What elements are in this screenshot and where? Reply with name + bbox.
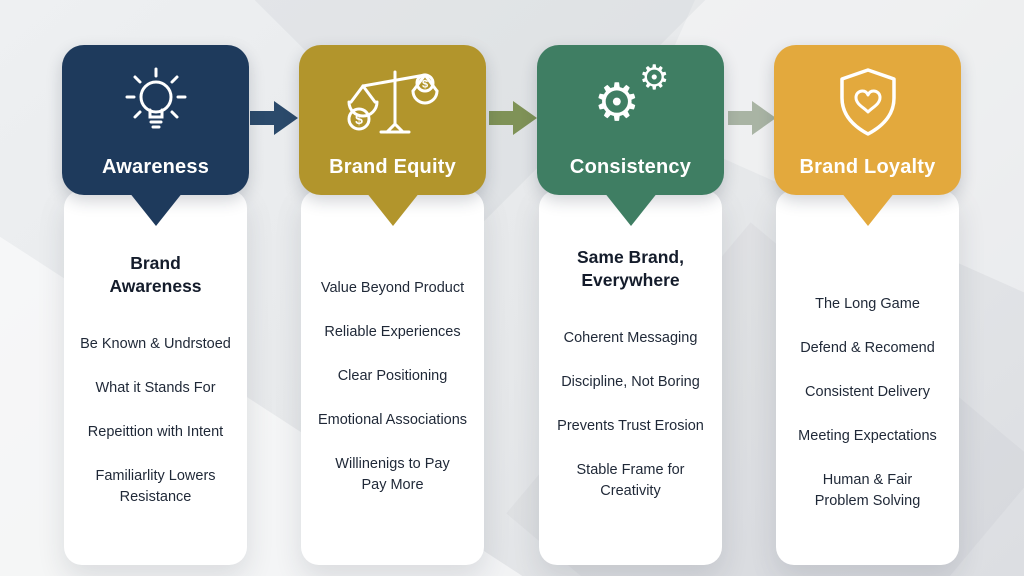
brand-loyalty-card: The Long Game Defend & Recomend Consiste… [776,190,959,565]
list-item: Value Beyond Product [320,280,465,296]
brand-equity-header: $ $ Brand Equity [299,45,486,195]
list-item: Consistent Delivery [805,384,930,401]
list-item: Willinenigs to Pay Pay More [335,456,450,494]
shield-heart-icon [820,57,916,147]
card-heading: Brand Awareness [109,253,202,296]
card-heading: Same Brand, Everywhere [577,247,684,290]
brand-loyalty-header: Brand Loyalty [774,45,961,195]
awareness-header: Awareness [62,45,249,195]
gears-icon: ⚙ ⚙ [583,57,679,147]
list-item: Reliable Experiences [324,324,461,341]
arrow-icon [728,98,776,138]
list-item: Coherent Messaging [563,329,698,346]
list-item: What it Stands For [95,379,216,396]
header-title: Awareness [101,156,210,178]
gear-icon: ⚙ [639,59,670,97]
list-item: Meeting Expectations [798,428,937,445]
column-awareness: Brand Awareness Be Known & Undrstoed Wha… [62,45,249,565]
list-item: Discipline, Not Boring [561,373,700,390]
header-pointer [840,192,895,226]
arrow-icon [250,98,298,138]
brand-equity-card: Value Beyond Product Reliable Experience… [301,190,484,565]
list-item: The Long Game [815,296,920,312]
column-brand-equity: Value Beyond Product Reliable Experience… [299,45,486,565]
list-item: Stable Frame for Creativity [576,461,685,499]
list-item: Repeittion with Intent [87,423,224,440]
column-brand-loyalty: The Long Game Defend & Recomend Consiste… [774,45,961,565]
list-item: Human & Fair Problem Solving [814,472,921,510]
header-title: Brand Loyalty [799,156,936,178]
svg-text:$: $ [421,79,427,91]
consistency-card: Same Brand, Everywhere Coherent Messagin… [539,190,722,565]
header-pointer [128,192,183,226]
list-item: Be Known & Undrstoed [80,335,231,352]
awareness-card: Brand Awareness Be Known & Undrstoed Wha… [64,190,247,565]
list-item: Clear Positioning [337,368,448,385]
list-item: Emotional Associations [317,412,468,429]
header-pointer [365,192,420,226]
scale-icon: $ $ [345,57,441,147]
svg-text:$: $ [355,111,363,127]
consistency-header: ⚙ ⚙ Consistency [537,45,724,195]
header-title: Brand Equity [329,156,456,178]
header-title: Consistency [569,156,692,178]
gear-icon: ⚙ [593,74,641,132]
column-consistency: Same Brand, Everywhere Coherent Messagin… [537,45,724,565]
header-pointer [603,192,658,226]
list-item: Familiarlity Lowers Resistance [95,467,216,505]
arrow-icon [489,98,537,138]
list-item: Prevents Trust Erosion [557,417,704,434]
list-item: Defend & Recomend [800,340,935,357]
lightbulb-icon [108,57,204,147]
